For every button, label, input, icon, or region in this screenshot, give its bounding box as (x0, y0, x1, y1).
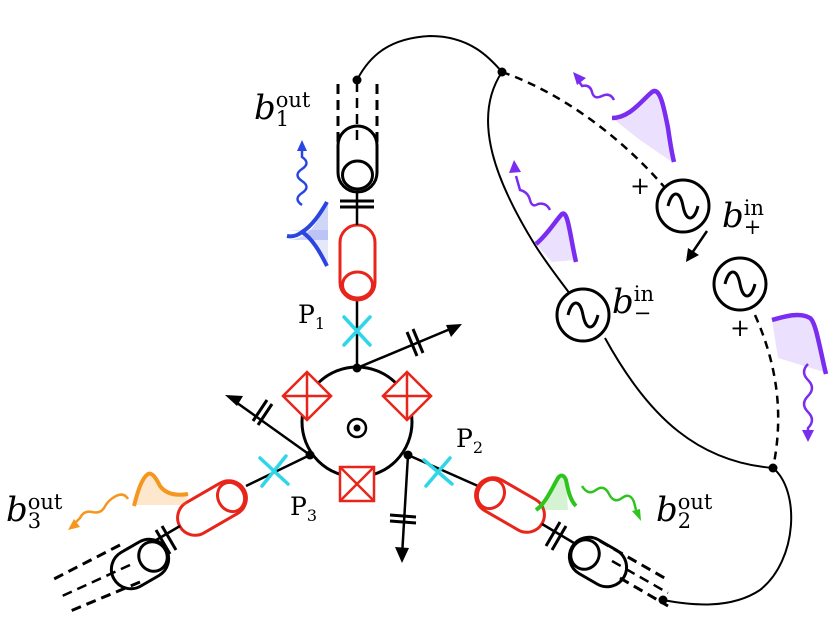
arm-3 (51, 453, 311, 614)
pulse-3 (68, 471, 189, 530)
arrow-icon-left (225, 395, 243, 406)
sine-wave-icon (666, 192, 700, 220)
label-p3: P3 (290, 492, 318, 525)
ac-source-plus-top (655, 178, 711, 234)
port-markers (258, 315, 454, 488)
junction-left (281, 370, 333, 422)
arrow-icon-bottom (395, 547, 409, 563)
ac-source-plus-bottom (712, 256, 768, 312)
junction-bottom (338, 465, 376, 503)
wave-arrow-icon-1 (297, 140, 307, 151)
junction-right (381, 370, 433, 422)
ac-source-minus (555, 287, 611, 343)
transmission-line-1 (336, 124, 379, 194)
port-marker-3 (258, 454, 290, 488)
drive-arrowheads (225, 324, 462, 563)
resonator-2 (474, 476, 546, 534)
input-network (356, 34, 793, 606)
wave-arrow-icon-in-bottom (802, 430, 814, 442)
arm-2 (407, 453, 669, 608)
port-marker-1 (342, 315, 372, 347)
wave-arrow-icon-3 (68, 519, 80, 530)
drive-lines (232, 325, 456, 557)
sine-wave-icon (723, 270, 757, 298)
pulse-in-top (573, 72, 677, 163)
pulse-2 (534, 473, 641, 521)
wave-arrow-icon-2 (632, 509, 641, 521)
label-p2: P2 (456, 424, 484, 457)
out-of-plane-field-icon (346, 417, 368, 439)
sign-plus-top: + (630, 172, 651, 200)
pulse-in-minus (509, 160, 579, 263)
arrow-icon-source-link (686, 248, 699, 262)
resonator-1 (338, 223, 377, 302)
pulse-1 (286, 140, 329, 267)
wave-arrow-icon-in-minus (509, 160, 521, 173)
port-marker-2 (422, 456, 454, 488)
central-island (300, 363, 414, 479)
network-nodes (352, 67, 778, 605)
label-p1: P1 (298, 300, 326, 333)
junctions (281, 370, 433, 503)
pulse-in-bottom (771, 312, 829, 442)
wave-arrow-icon-in-top (573, 72, 586, 85)
arm-1 (336, 78, 379, 368)
sine-wave-icon (566, 301, 600, 329)
sign-plus-bottom: + (730, 314, 751, 342)
arrow-icon-upper-right (446, 324, 462, 337)
